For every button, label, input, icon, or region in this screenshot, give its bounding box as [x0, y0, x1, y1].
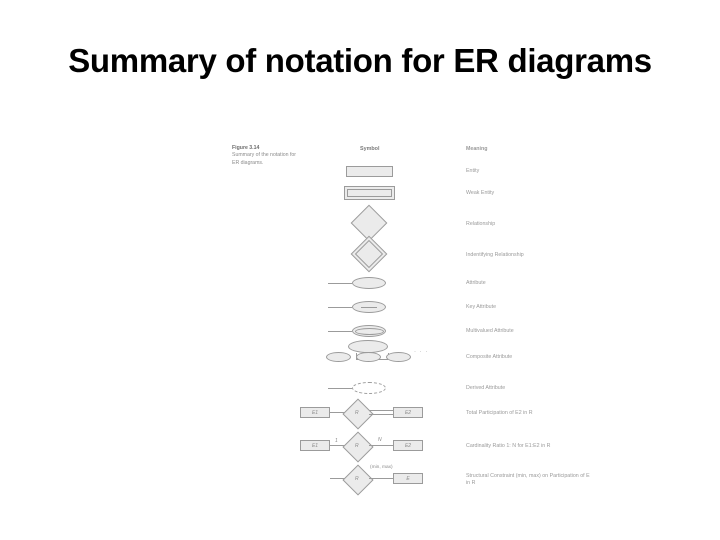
figure-number: Figure 3.14	[232, 145, 260, 151]
meaning-key-attribute: Key Attribute	[466, 304, 497, 310]
symbol-derived-attribute	[352, 382, 386, 394]
cardinality-relationship-label: R	[355, 443, 359, 449]
meaning-identifying-relationship: Indentifying Relationship	[466, 252, 524, 258]
symbol-composite-component-2	[356, 352, 381, 362]
multivalued-attribute-connector-line	[328, 331, 352, 332]
symbol-multivalued-attribute	[352, 325, 386, 337]
total-participation-relationship-label: R	[355, 410, 359, 416]
total-participation-double-line-bottom	[369, 414, 393, 415]
structural-line-right	[369, 478, 393, 479]
symbol-cardinality-e2: E2	[393, 440, 423, 451]
column-header-symbol: Symbol	[360, 146, 380, 152]
derived-attribute-connector-line	[328, 388, 352, 389]
cardinality-line-left	[330, 445, 348, 446]
meaning-attribute: Attribute	[466, 280, 486, 286]
identifying-relationship-inner-diamond	[354, 239, 384, 269]
key-attribute-connector-line	[328, 307, 352, 308]
symbol-entity	[346, 166, 393, 177]
symbol-weak-entity	[344, 186, 395, 200]
cardinality-label-one: 1	[335, 438, 338, 444]
symbol-total-participation-e2: E2	[393, 407, 423, 418]
symbol-cardinality-e1: E1	[300, 440, 330, 451]
key-attribute-underline	[361, 306, 377, 308]
symbol-composite-component-1	[326, 352, 351, 362]
structural-line-left	[330, 478, 348, 479]
figure-caption: Figure 3.14 Summary of the notation for …	[232, 145, 302, 167]
cardinality-label-n: N	[378, 437, 382, 443]
symbol-composite-component-3	[386, 352, 411, 362]
structural-minmax-label: (min, max)	[370, 465, 393, 470]
cardinality-line-right	[369, 445, 393, 446]
er-notation-figure: Figure 3.14 Summary of the notation for …	[228, 140, 596, 506]
symbol-total-participation-e1: E1	[300, 407, 330, 418]
weak-entity-inner-rect	[347, 189, 392, 197]
column-header-meaning: Meaning	[466, 146, 488, 152]
symbol-structural-e: E	[393, 473, 423, 484]
meaning-multivalued-attribute: Multivalued Attribute	[466, 328, 514, 334]
meaning-composite-attribute: Composite Attribute	[466, 354, 513, 360]
meaning-cardinality-ratio: Cardinality Ratio 1: N for E1:E2 in R	[466, 443, 551, 449]
composite-ellipsis: · · ·	[414, 349, 429, 355]
meaning-structural-constraint: Structural Constraint (min, max) on Part…	[466, 473, 590, 486]
attribute-connector-line	[328, 283, 352, 284]
meaning-weak-entity: Weak Entity	[466, 190, 495, 196]
meaning-relationship: Relationship	[466, 221, 496, 227]
symbol-key-attribute	[352, 301, 386, 313]
total-participation-line-left	[330, 412, 348, 413]
meaning-entity: Entity	[466, 168, 480, 174]
meaning-derived-attribute: Derived Attribute	[466, 385, 506, 391]
structural-relationship-label: R	[355, 476, 359, 482]
meaning-total-participation: Total Participation of E2 in R	[466, 410, 533, 416]
figure-caption-text: Summary of the notation for ER diagrams.	[232, 152, 297, 166]
symbol-identifying-relationship	[350, 235, 388, 273]
total-participation-double-line-top	[369, 410, 393, 411]
symbol-attribute	[352, 277, 386, 289]
page-title: Summary of notation for ER diagrams	[68, 42, 652, 79]
